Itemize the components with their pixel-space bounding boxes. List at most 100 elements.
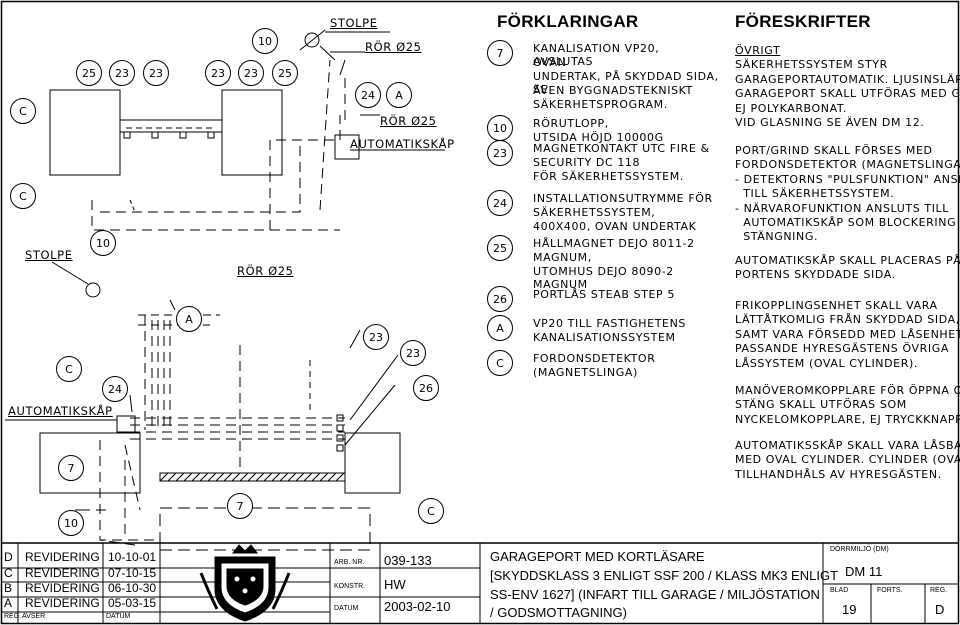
rev-date: 07-10-15: [108, 566, 157, 580]
specs-text: MANÖVEROMKOPPLARE FÖR ÖPPNA OCH: [735, 384, 960, 397]
specs-text: FORDONSDETEKTOR (MAGNETSLINGA) :: [735, 158, 960, 172]
rev-text: REVIDERING: [25, 566, 100, 580]
label-stolpe-left: STOLPE: [25, 248, 73, 262]
label-automatikskap-top: AUTOMATIKSKÅP: [350, 137, 455, 151]
marker-23: 23: [143, 60, 169, 86]
rev-text: REVIDERING: [25, 596, 100, 610]
specs-text: - NÄRVAROFUNKTION ANSLUTS TILL: [735, 201, 950, 215]
marker-7: 7: [58, 455, 84, 481]
legend-item-text: UTSIDA HÖJD 10000G: [533, 131, 664, 144]
legend-item-text: SÄKERHETSSYSTEM,: [533, 206, 656, 219]
rev-header-datum: DATUM: [106, 613, 131, 620]
marker-c: C: [56, 356, 82, 382]
marker-23: 23: [205, 60, 231, 86]
rev-date: 06-10-30: [108, 581, 157, 595]
legend-key-marker: 26: [487, 286, 513, 312]
marker-10: 10: [252, 28, 278, 54]
legend-key-marker: A: [487, 315, 513, 341]
reg-value: D: [935, 602, 945, 617]
specs-text: PORT/GRIND SKALL FÖRSES MED: [735, 144, 933, 157]
legend-key-marker: C: [487, 350, 513, 376]
drawing-title-2: [SKYDDSKLASS 3 ENLIGT SSF 200 / KLASS MK…: [490, 568, 839, 583]
marker-23: 23: [363, 324, 389, 350]
legend-item-text: SECURITY DC 118: [533, 156, 641, 169]
label-stolpe-top: STOLPE: [330, 16, 378, 30]
marker-10: 10: [58, 510, 84, 536]
specs-text: STÄNG SKALL UTFÖRAS SOM: [735, 398, 907, 412]
specs-text: GARAGEPORT SKALL UTFÖRAS MED GLAS,: [735, 87, 960, 101]
legend-item-text: FÖR SÄKERHETSSYSTEM.: [533, 170, 684, 183]
legend-key-marker: 24: [487, 190, 513, 216]
specs-text: LÅSSYSTEM (OVAL CYLINDER).: [735, 356, 918, 370]
rev-reg: A: [4, 596, 13, 610]
forts-label: FORTS.: [877, 587, 903, 594]
marker-a: A: [386, 82, 412, 108]
specs-text: AUTOMATIKSKÅP SOM BLOCKERING AV: [735, 216, 960, 229]
marker-c: C: [10, 98, 36, 124]
konstr-label: KONSTR.: [334, 583, 366, 590]
marker-23: 23: [109, 60, 135, 86]
legend-key-marker: 10: [487, 115, 513, 141]
legend-item-text: OVAN: [533, 56, 567, 69]
legend-item-text: (MAGNETSLINGA): [533, 366, 638, 379]
blad-label: BLAD: [830, 587, 849, 594]
drawing-title-4: / GODSMOTTAGNING): [490, 605, 627, 620]
legend-item-text: SÄKERHETSPROGRAM.: [533, 98, 668, 111]
rev-reg: C: [4, 566, 13, 580]
specs-text: SAMT VARA FÖRSEDD MED LÅSENHET: [735, 327, 960, 341]
legend-title: FÖRKLARINGAR: [497, 12, 639, 31]
reg-label: REG.: [930, 587, 948, 594]
legend-item-text: 400x400, OVAN UNDERTAK: [533, 220, 697, 233]
datum-label: DATUM: [334, 605, 359, 612]
legend-item-text: MAGNUM,: [533, 251, 592, 264]
rev-header-reg: REG.: [4, 613, 22, 620]
specs-text: SÄKERHETSSYSTEM STYR: [735, 58, 888, 72]
legend-item-text: ÄVEN BYGGNADSTEKNISKT: [533, 84, 693, 97]
specs-text: VID GLASNING SE ÄVEN DM 12.: [735, 116, 925, 129]
label-automatikskap-left: AUTOMATIKSKÅP: [8, 404, 113, 418]
specs-text: GARAGEPORTAUTOMATIK. LJUSINSLÄPP I: [735, 72, 960, 86]
legend-key-marker: 7: [487, 40, 513, 66]
legend-item-text: UNDERTAK, PÅ SKYDDAD SIDA, SE: [533, 70, 719, 96]
drawing-title-1: GARAGEPORT MED KORTLÄSARE: [490, 549, 705, 564]
blad-value: 19: [842, 602, 857, 617]
marker-c: C: [10, 183, 36, 209]
specs-text: EJ POLYKARBONAT.: [735, 101, 847, 115]
specs-text: PASSANDE HYRESGÄSTENS ÖVRIGA: [735, 342, 949, 356]
specs-text: TILLHANDHÅLS AV HYRESGÄSTEN.: [735, 467, 942, 481]
legend-item-text: MAGNETKONTAKT UTC FIRE &: [533, 142, 710, 155]
konstr-value: HW: [384, 577, 406, 592]
marker-25: 25: [76, 60, 102, 86]
specs-text: AUTOMATIKSSKÅP SKALL VARA LÅSBAR: [735, 439, 960, 452]
marker-25: 25: [272, 60, 298, 86]
legend-item-text: KANALISATIONSSYSTEM: [533, 331, 676, 344]
arb-nr-label: ARB. NR.: [334, 559, 365, 566]
specs-text: NYCKELOMKOPPLARE, EJ TRYCKKNAPPAR.: [735, 412, 960, 426]
dm-value: DM 11: [845, 564, 883, 579]
label-ror-025-b: RÖR Ø25: [380, 114, 437, 128]
legend-item-text: RÖRUTLOPP,: [533, 117, 609, 130]
rev-text: REVIDERING: [25, 550, 100, 564]
label-ror-025-a: RÖR Ø25: [365, 40, 422, 54]
specs-text: FRIKOPPLINGSENHET SKALL VARA: [735, 299, 938, 312]
specs-text: - DETEKTORNS "PULSFUNKTION" ANSLUTS: [735, 172, 960, 186]
legend-item-text: UTOMHUS DEJO 8090-2 MAGNUM: [533, 265, 674, 291]
legend-item-text: VP20 TILL FASTIGHETENS: [533, 317, 686, 330]
marker-c: C: [418, 498, 444, 524]
drawing-title-3: SS-ENV 1627] (INFART TILL GARAGE / MILJÖ…: [490, 587, 820, 602]
rev-reg: D: [4, 550, 13, 564]
specs-heading-ovrigt: ÖVRIGT: [735, 44, 781, 57]
label-ror-025-c: RÖR Ø25: [237, 264, 294, 278]
marker-23: 23: [238, 60, 264, 86]
marker-10: 10: [90, 230, 116, 256]
rev-reg: B: [4, 581, 13, 595]
specs-text: MED OVAL CYLINDER. CYLINDER (OVAL): [735, 453, 960, 467]
rev-text: REVIDERING: [25, 581, 100, 595]
specs-text: AUTOMATIKSKÅP SKALL PLACERAS PÅ: [735, 254, 960, 267]
crest-emblem: [199, 544, 291, 622]
rev-date: 10-10-01: [108, 550, 157, 564]
rev-header-avser: AVSER: [22, 613, 46, 620]
rev-date: 05-03-15: [108, 596, 157, 610]
